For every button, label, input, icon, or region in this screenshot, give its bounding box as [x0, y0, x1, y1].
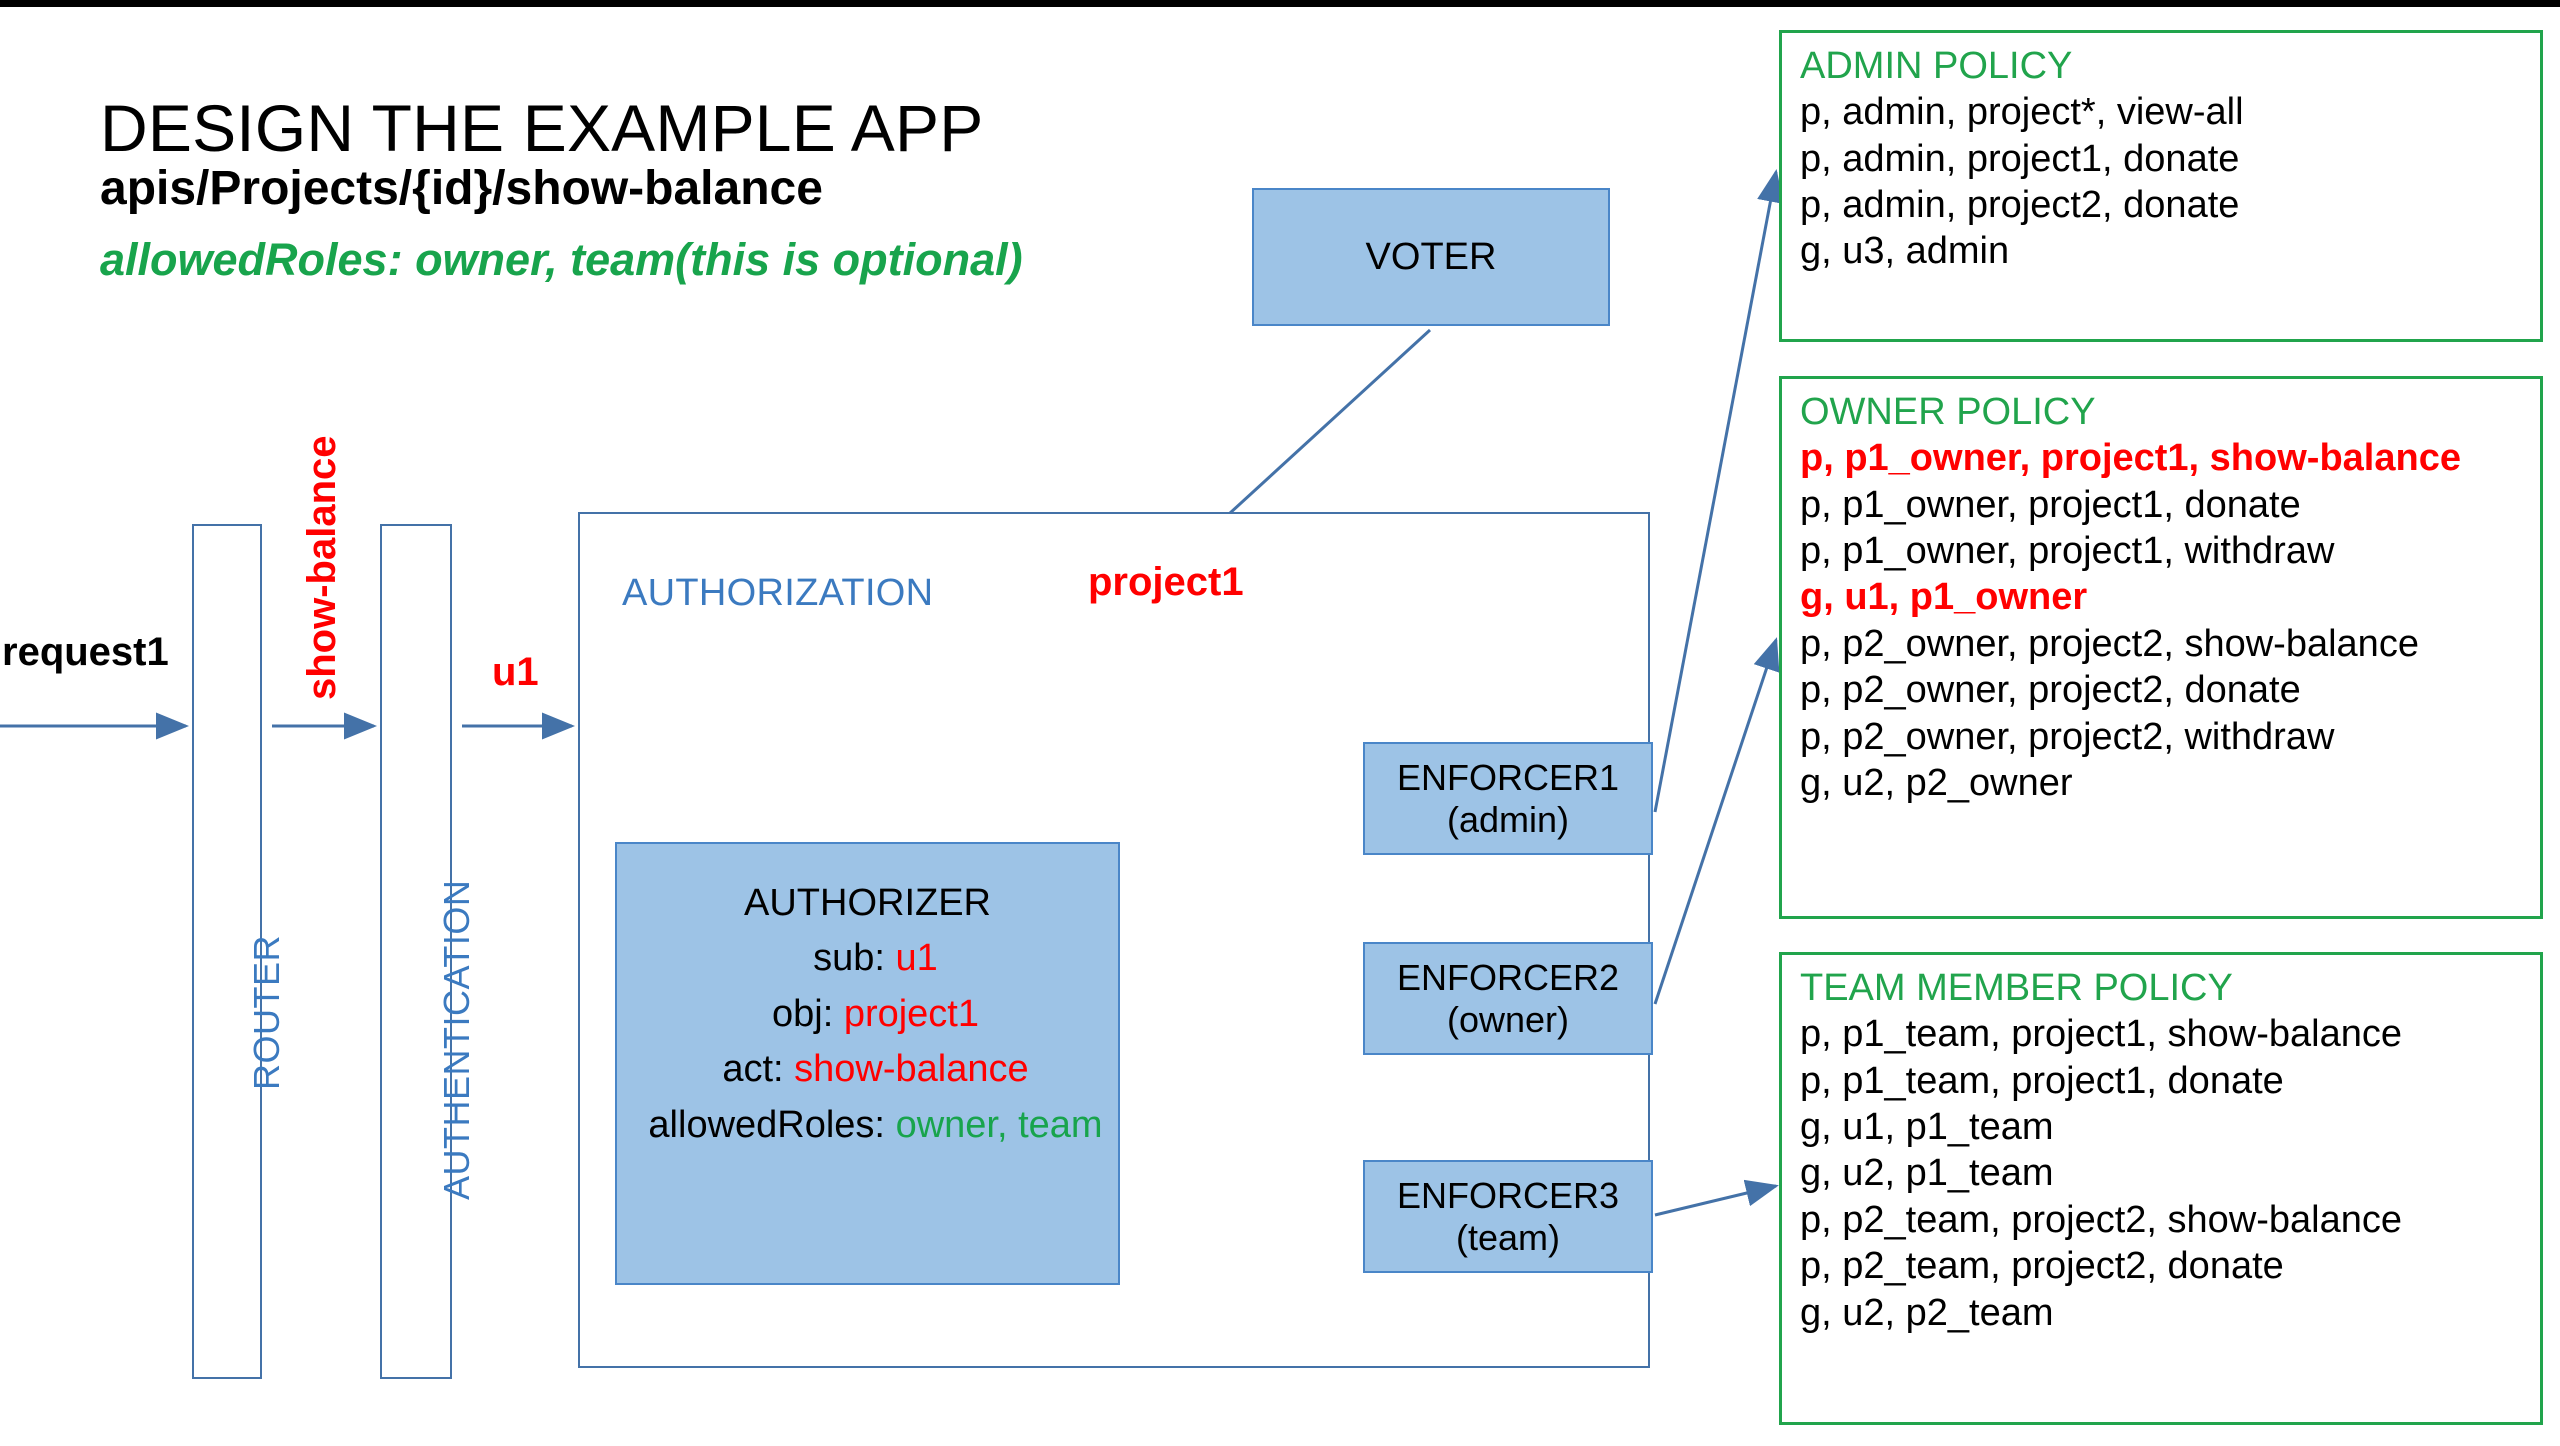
page-title: DESIGN THE EXAMPLE APP	[100, 91, 984, 165]
owner-policy-line: p, p2_owner, project2, withdraw	[1800, 715, 2335, 758]
authorization-label: AUTHORIZATION	[622, 572, 934, 614]
authorizer-obj-key: obj:	[771, 992, 844, 1035]
title-block: DESIGN THE EXAMPLE APP apis/Projects/{id…	[100, 91, 1330, 286]
owner-policy-line: g, u2, p2_owner	[1800, 761, 2073, 804]
team-policy-line: g, u2, p1_team	[1800, 1152, 2054, 1195]
authorizer-sub-value: u1	[895, 937, 938, 979]
admin-policy-line: p, admin, project*, view-all	[1800, 91, 2244, 134]
owner-policy-line: p, p1_owner, project1, withdraw	[1800, 530, 2335, 573]
enforcer2-name: ENFORCER2	[1396, 957, 1620, 999]
admin-policy-line: g, u3, admin	[1800, 230, 2010, 273]
authorizer-obj-value: project1	[843, 992, 980, 1035]
authorizer-roles-value: owner, team	[895, 1104, 1103, 1147]
authorizer-allowed-roles-row: allowedRoles: owner, team	[633, 1104, 1118, 1148]
owner-policy-title: OWNER POLICY	[1800, 391, 2096, 433]
voter-box[interactable]: VOTER	[1252, 188, 1610, 326]
top-black-bar	[0, 0, 2560, 7]
enforcer3-role: (team)	[1455, 1216, 1560, 1258]
authorizer-act-value: show-balance	[794, 1048, 1029, 1091]
authorizer-sub-row: sub: u1	[633, 937, 1118, 981]
team-policy-title: TEAM MEMBER POLICY	[1800, 967, 2233, 1009]
enforcer1-box[interactable]: ENFORCER1 (admin)	[1363, 742, 1653, 855]
admin-policy-title: ADMIN POLICY	[1800, 45, 2073, 87]
authorizer-obj-row: obj: project1	[633, 993, 1118, 1037]
admin-policy-line: p, admin, project1, donate	[1800, 137, 2240, 180]
authorizer-act-row: act: show-balance	[633, 1048, 1118, 1092]
authorizer-sub-key: sub:	[813, 937, 896, 979]
owner-policy-line: p, p1_owner, project1, donate	[1800, 483, 2301, 526]
arrow-enforcer1-to-admin-policy	[1653, 169, 1784, 813]
authorizer-roles-key: allowedRoles:	[648, 1104, 896, 1147]
authentication-label: AUTHENTICATION	[436, 879, 477, 1200]
flow-label-request1: request1	[2, 630, 169, 674]
router-label: ROUTER	[246, 935, 287, 1090]
owner-policy-line: p, p2_owner, project2, donate	[1800, 669, 2301, 712]
arrow-enforcer3-to-team-policy	[1654, 1179, 1779, 1217]
flow-label-project1: project1	[1088, 560, 1244, 604]
team-policy-line: g, u1, p1_team	[1800, 1106, 2054, 1149]
owner-policy-line: p, p1_owner, project1, show-balance	[1800, 437, 2461, 480]
authorizer-box[interactable]: AUTHORIZER sub: u1 obj: project1 act: sh…	[615, 842, 1120, 1285]
team-policy-box[interactable]: TEAM MEMBER POLICY p, p1_team, project1,…	[1779, 952, 2543, 1425]
enforcer1-role: (admin)	[1446, 798, 1570, 840]
authorizer-act-key: act:	[722, 1048, 795, 1091]
flow-label-u1: u1	[492, 650, 539, 694]
enforcer1-name: ENFORCER1	[1396, 757, 1620, 799]
router-box	[192, 524, 262, 1379]
owner-policy-line: g, u1, p1_owner	[1800, 576, 2088, 619]
enforcer2-role: (owner)	[1446, 998, 1570, 1040]
team-policy-line: g, u2, p2_team	[1800, 1291, 2054, 1334]
team-policy-line: p, p1_team, project1, donate	[1800, 1059, 2284, 1102]
enforcer3-name: ENFORCER3	[1396, 1175, 1620, 1217]
flow-label-show-balance: show-balance	[300, 435, 344, 700]
enforcer2-box[interactable]: ENFORCER2 (owner)	[1363, 942, 1653, 1055]
allowed-roles-note: allowedRoles: owner, team(this is option…	[100, 234, 1023, 286]
authentication-box	[380, 524, 452, 1379]
owner-policy-box[interactable]: OWNER POLICY p, p1_owner, project1, show…	[1779, 376, 2543, 919]
admin-policy-line: p, admin, project2, donate	[1800, 184, 2240, 227]
voter-label: VOTER	[1365, 235, 1497, 278]
authorizer-title: AUTHORIZER	[744, 882, 991, 924]
api-path-subtitle: apis/Projects/{id}/show-balance	[100, 162, 823, 216]
enforcer3-box[interactable]: ENFORCER3 (team)	[1363, 1160, 1653, 1273]
owner-policy-line: p, p2_owner, project2, show-balance	[1800, 622, 2419, 665]
team-policy-line: p, p2_team, project2, donate	[1800, 1245, 2284, 1288]
admin-policy-box[interactable]: ADMIN POLICY p, admin, project*, view-al…	[1779, 30, 2543, 342]
arrow-enforcer2-to-owner-policy	[1653, 637, 1780, 1005]
team-policy-line: p, p2_team, project2, show-balance	[1800, 1198, 2403, 1241]
team-policy-line: p, p1_team, project1, show-balance	[1800, 1013, 2403, 1056]
